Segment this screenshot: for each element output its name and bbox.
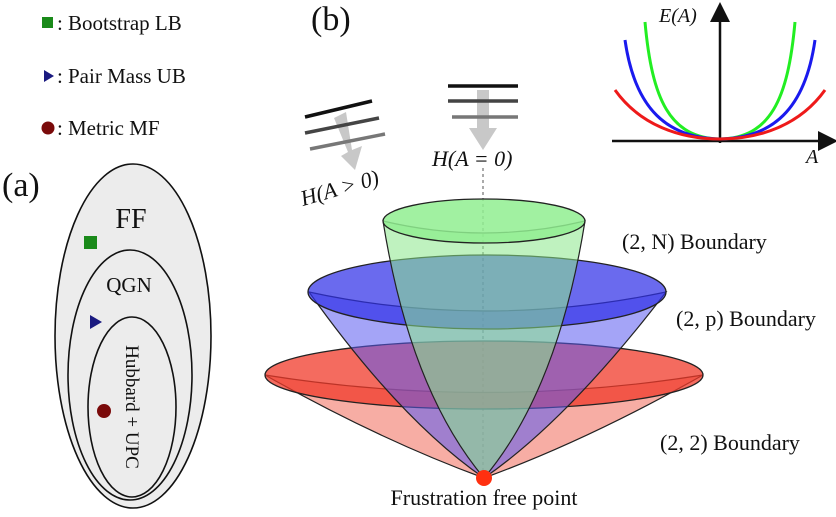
inset-plot: E(A) A bbox=[612, 2, 836, 168]
legend-sep-2: : bbox=[57, 64, 63, 88]
legend-label-pairmass: Pair Mass UB bbox=[68, 64, 186, 88]
legend-triangle-icon bbox=[44, 70, 54, 82]
inset-curve-red bbox=[613, 89, 827, 141]
cone-green-rim bbox=[382, 198, 586, 244]
marker-metric-circle bbox=[97, 404, 111, 418]
inner-ellipse-hubbard bbox=[87, 316, 177, 498]
boundary-label-22: (2, 2) Boundary bbox=[660, 430, 800, 455]
operator-left: H(A > 0) bbox=[297, 165, 382, 211]
legend-sep-1: : bbox=[57, 11, 63, 35]
legend-square-icon bbox=[42, 17, 53, 28]
legend-sep-3: : bbox=[57, 116, 63, 140]
level-left-2 bbox=[304, 116, 380, 135]
legend-label-metric: Metric MF bbox=[68, 116, 160, 140]
legend-label-bootstrap: Bootstrap LB bbox=[68, 11, 182, 35]
arrow-center-gray bbox=[469, 90, 497, 150]
panel-b-tag: (b) bbox=[311, 1, 351, 38]
label-qgn: QGN bbox=[106, 273, 152, 297]
panel-b: (b) H(A > 0) H(A = 0) bbox=[264, 1, 836, 510]
cone-green bbox=[382, 198, 586, 479]
levels-center bbox=[448, 84, 518, 150]
boundary-label-2N: (2, N) Boundary bbox=[622, 229, 767, 254]
label-ff: FF bbox=[115, 204, 146, 235]
marker-pairmass-triangle bbox=[90, 315, 102, 329]
frustration-free-point bbox=[476, 470, 492, 486]
legend-circle-icon bbox=[41, 121, 55, 135]
marker-bootstrap-square bbox=[84, 236, 97, 249]
level-left-1 bbox=[304, 99, 373, 119]
operator-center: H(A = 0) bbox=[431, 146, 512, 171]
inset-ylabel: E(A) bbox=[658, 5, 697, 27]
levels-left bbox=[304, 99, 386, 170]
boundary-label-2p: (2, p) Boundary bbox=[676, 306, 816, 331]
inset-xlabel: A bbox=[804, 146, 819, 168]
legend: : Bootstrap LB : Pair Mass UB : Metric M… bbox=[41, 11, 186, 140]
panel-a-tag: (a) bbox=[2, 167, 40, 204]
label-hubbard-upc: Hubbard + UPC bbox=[121, 345, 142, 469]
point-label: Frustration free point bbox=[391, 485, 578, 510]
panel-a: (a) FF QGN Hubbard + UPC bbox=[2, 163, 212, 509]
level-left-3 bbox=[309, 132, 386, 151]
